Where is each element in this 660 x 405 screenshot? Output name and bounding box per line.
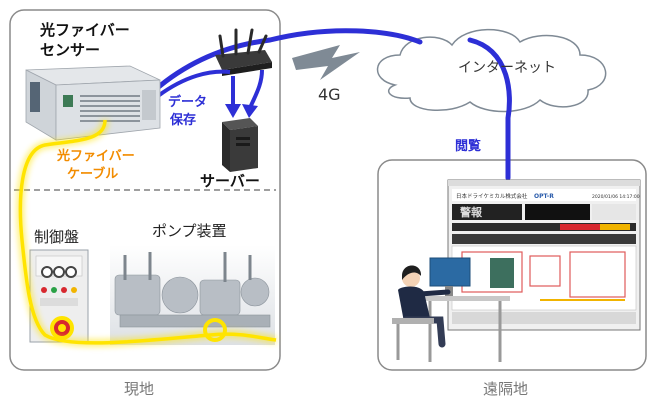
sensor-title-line1: 光ファイバー bbox=[39, 21, 130, 39]
operator-person bbox=[392, 257, 510, 362]
control-panel-label: 制御盤 bbox=[34, 228, 79, 246]
wireless-bolt-icon bbox=[292, 45, 360, 80]
cable-label-line1: 光ファイバー bbox=[56, 148, 135, 164]
screen-alarm-text: 警報 bbox=[459, 205, 483, 219]
pump-label: ポンプ装置 bbox=[152, 222, 227, 240]
save-arrow-2 bbox=[248, 69, 264, 109]
server-icon bbox=[222, 118, 258, 172]
view-path bbox=[467, 37, 512, 181]
router-icon bbox=[215, 28, 272, 76]
network-path bbox=[152, 28, 423, 93]
screen-company: 日本ドライケミカル株式会社 bbox=[456, 192, 528, 200]
fiber-cable bbox=[16, 119, 277, 347]
view-label: 閲覧 bbox=[455, 138, 481, 154]
screen-datetime: 2020/01/06 14:17:00 bbox=[592, 194, 640, 200]
remote-monitor bbox=[447, 179, 641, 331]
screen-product: OPT-R bbox=[534, 193, 554, 200]
fiber-sensor-unit bbox=[25, 65, 161, 141]
cable-label-line2: ケーブル bbox=[67, 166, 118, 182]
data-arrow bbox=[156, 69, 231, 98]
cloud-label: インターネット bbox=[458, 60, 556, 76]
pump-photo bbox=[110, 245, 275, 345]
data-save-line2: 保存 bbox=[169, 112, 196, 128]
data-save-line1: データ bbox=[168, 94, 207, 110]
remote-label: 遠隔地 bbox=[483, 380, 528, 398]
sensor-title-line2: センサー bbox=[40, 41, 100, 59]
site-label: 現地 bbox=[124, 380, 154, 398]
server-label: サーバー bbox=[200, 172, 260, 190]
internet-cloud bbox=[376, 28, 607, 113]
link-4g-label: 4G bbox=[318, 85, 341, 104]
